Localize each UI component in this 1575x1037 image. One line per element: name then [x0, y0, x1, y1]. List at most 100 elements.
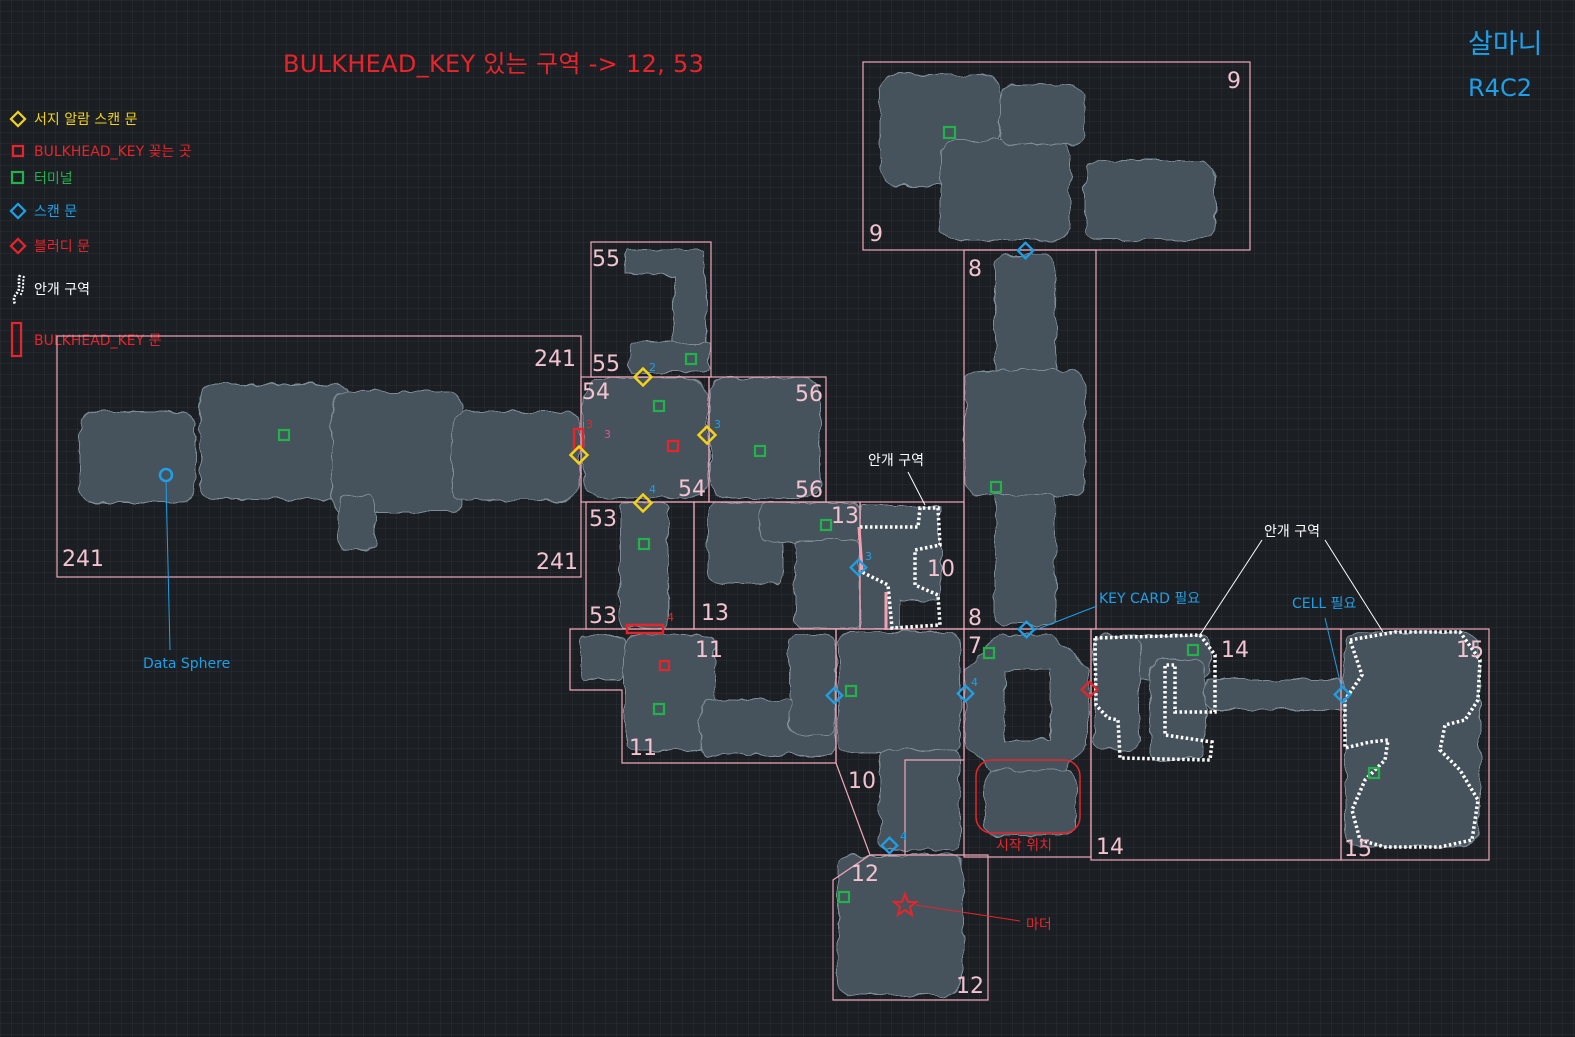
door-number: 4: [971, 676, 978, 689]
zone-label: 14: [1221, 638, 1249, 663]
legend-label: 블러디 문: [34, 239, 90, 255]
legend-label: BULKHEAD_KEY 꽂는 곳: [34, 144, 192, 160]
terminal-icon[interactable]: [989, 480, 1003, 494]
legend-label: 스캔 문: [34, 204, 78, 220]
terminal-icon[interactable]: [819, 518, 833, 532]
red-bar-icon: [10, 321, 23, 358]
leader-line: [907, 471, 926, 506]
legend-label: 서지 알람 스캔 문: [34, 112, 138, 128]
terminal-icon[interactable]: [1186, 643, 1200, 657]
zone-label: 53: [589, 507, 617, 532]
zone-label: 56: [795, 478, 823, 503]
zone-label: 12: [956, 974, 984, 999]
blue-diamond-icon: [9, 202, 27, 220]
legend-item-bloody-door: 블러디 문: [8, 235, 90, 257]
surge-alarm-door-icon[interactable]: [568, 444, 590, 466]
surge-alarm-doors: [568, 366, 718, 514]
terminal-icon[interactable]: [844, 684, 858, 698]
leader-line: [1324, 617, 1343, 691]
data-sphere-label: Data Sphere: [143, 656, 230, 672]
leader-line: [1029, 605, 1098, 633]
scan-door-icon[interactable]: [956, 684, 975, 703]
door-number: 3: [586, 418, 593, 431]
door-number: 4: [667, 611, 674, 624]
yellow-diamond-icon: [9, 110, 27, 128]
terminal-icon[interactable]: [837, 890, 851, 904]
zone-label: 241: [62, 547, 104, 572]
zone-labels: 241 241 241 55 55 54 54 56 56 53 53 13 1…: [62, 69, 1484, 999]
legend-label: BULKHEAD_KEY 문: [34, 333, 162, 349]
bulkhead-key-doors: [572, 427, 665, 635]
zone-label: 241: [534, 347, 576, 372]
bulkhead-key-slots: [658, 439, 680, 672]
terminal-icon[interactable]: [652, 702, 666, 716]
leader-line: [1324, 539, 1384, 633]
fog-zone-label: 안개 구역: [1264, 524, 1320, 540]
scan-door-icon[interactable]: [1016, 241, 1035, 260]
map-name: 살마니: [1468, 29, 1543, 60]
zone-label: 10: [927, 557, 955, 582]
red-diamond-icon: [9, 237, 27, 255]
terminals: [277, 125, 1381, 904]
scan-door-icon[interactable]: [849, 558, 868, 577]
red-star-icon[interactable]: [891, 891, 919, 918]
zone-label: 53: [589, 604, 617, 629]
map-title: BULKHEAD_KEY 있는 구역 -> 12, 53: [283, 50, 705, 78]
terminal-icon[interactable]: [277, 428, 291, 442]
fog-outline-zone-10: [860, 506, 942, 630]
bulkhead-key-slot-icon[interactable]: [666, 439, 680, 453]
key-card-note: KEY CARD 필요: [1099, 591, 1200, 607]
map-code: R4C2: [1468, 74, 1532, 102]
zone-label: 9: [869, 222, 883, 247]
surge-alarm-door-icon[interactable]: [632, 366, 654, 388]
fog-outline-zone-15: [1343, 630, 1482, 849]
green-square-icon: [10, 170, 25, 185]
scan-door-icon[interactable]: [1333, 685, 1352, 704]
zone-label: 54: [582, 380, 610, 405]
door-number: 2: [649, 361, 656, 374]
legend-item-bulkhead-key-door: BULKHEAD_KEY 문: [8, 320, 161, 360]
scan-door-icon[interactable]: [1017, 620, 1036, 639]
door-number: 3: [865, 550, 872, 563]
zone-label: 15: [1456, 638, 1484, 663]
zone-label: 55: [592, 352, 620, 377]
start-label: 시작 위치: [996, 838, 1052, 854]
zone-label: 11: [695, 638, 723, 663]
data-sphere-marker: [158, 467, 174, 651]
door-number: 4: [900, 830, 907, 843]
legend-item-bulkhead-key-slot: BULKHEAD_KEY 꽂는 곳: [8, 140, 192, 162]
legend-item-surge-alarm-door: 서지 알람 스캔 문: [8, 108, 138, 130]
start-area-outline: [975, 759, 1081, 834]
terminal-icon[interactable]: [1367, 766, 1381, 780]
terminal-icon[interactable]: [942, 125, 957, 140]
fog-zone-outlines: [860, 506, 1482, 849]
bulkhead-key-door[interactable]: [625, 623, 665, 635]
zone-label: 7: [968, 634, 982, 659]
terminal-icon[interactable]: [637, 537, 651, 551]
legend-label: 터미널: [34, 171, 73, 187]
door-numbers: 2 3 3 3 4 4 3 4 4: [586, 361, 978, 843]
terminal-icon[interactable]: [982, 646, 996, 660]
scan-door-icon[interactable]: [825, 686, 844, 705]
surge-alarm-door-icon[interactable]: [632, 492, 654, 514]
zone-boundaries: [56, 61, 1490, 1001]
cell-note: CELL 필요: [1292, 596, 1357, 612]
terminal-icon[interactable]: [652, 399, 666, 413]
zone-label: 15: [1344, 837, 1372, 862]
bloody-door-icon[interactable]: [1080, 680, 1099, 699]
surge-alarm-door-icon[interactable]: [696, 424, 718, 446]
scan-doors: [825, 241, 1352, 855]
marker-label: 마더: [1026, 917, 1052, 933]
terminal-icon[interactable]: [684, 352, 698, 366]
legend-item-scan-door: 스캔 문: [8, 200, 77, 222]
bulkhead-key-door[interactable]: [572, 427, 585, 451]
annotations: 안개 구역 안개 구역 KEY CARD 필요 CELL 필요 Data Sph…: [143, 453, 1357, 933]
zone-label: 241: [536, 550, 578, 575]
bulkhead-key-slot-icon[interactable]: [658, 659, 671, 672]
zone-label: 13: [701, 601, 729, 626]
terminal-icon[interactable]: [753, 444, 767, 458]
legend-label: 안개 구역: [34, 282, 90, 298]
door-number: 3: [714, 418, 721, 431]
scan-door-icon[interactable]: [880, 836, 899, 855]
